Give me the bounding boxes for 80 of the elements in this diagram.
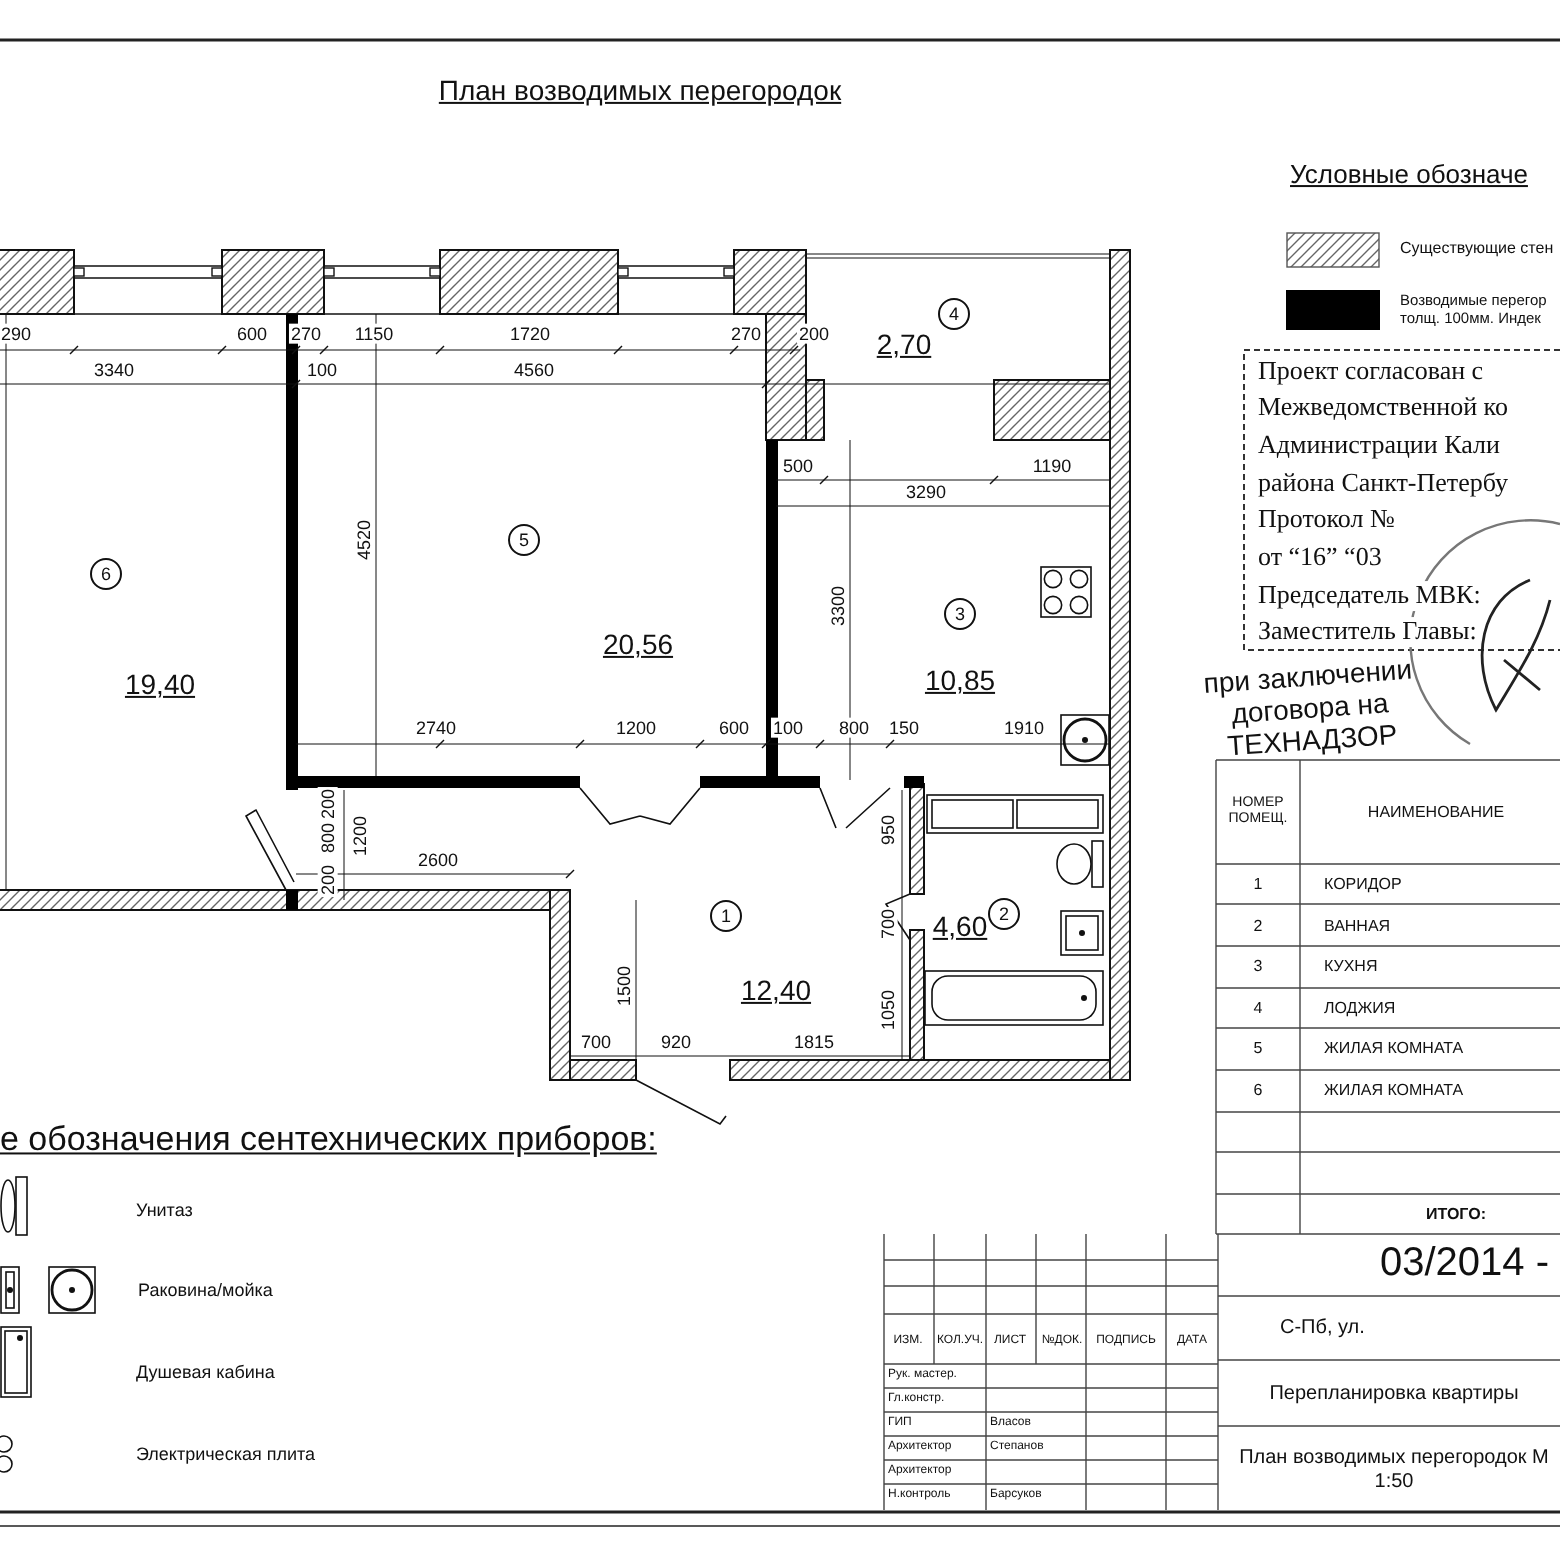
legend-label: Существующие стен bbox=[1400, 238, 1556, 258]
address-label: С-Пб, ул. bbox=[1280, 1316, 1365, 1340]
total-label: ИТОГО: bbox=[1426, 1204, 1486, 1224]
dimension-label: 200 bbox=[317, 862, 339, 898]
dimension-label: 3340 bbox=[91, 359, 137, 381]
dimension-label: 500 bbox=[780, 455, 816, 477]
room-number-value: 1 bbox=[1253, 874, 1263, 894]
room-area-label: 19,40 bbox=[124, 667, 196, 701]
room-name: ЖИЛАЯ КОМНАТА bbox=[1324, 1080, 1464, 1100]
sheet-title: План возводимых перегородок М 1:50 bbox=[1237, 1447, 1551, 1493]
legend-label: Унитаз bbox=[136, 1199, 193, 1221]
dimension-label: 700 bbox=[578, 1031, 614, 1053]
stamp-text: Проект согласован с bbox=[1256, 357, 1486, 387]
legend-heading: е обозначения сентехнических приборов: bbox=[0, 1120, 657, 1160]
room-area-label: 4,60 bbox=[932, 909, 988, 943]
legend-label: Электрическая плита bbox=[136, 1443, 316, 1465]
room-number: 4 bbox=[938, 298, 970, 330]
dimension-label: 1200 bbox=[613, 717, 659, 739]
dimension-label: 600 bbox=[716, 717, 752, 739]
room-number: 2 bbox=[988, 898, 1020, 930]
room-number: 6 bbox=[90, 558, 122, 590]
room-number-value: 6 bbox=[1253, 1080, 1263, 1100]
dimension-label: 4560 bbox=[511, 359, 557, 381]
dimension-label: 3290 bbox=[903, 481, 949, 503]
legend-label: Душевая кабина bbox=[136, 1361, 275, 1383]
drawing-title: План возводимых перегородок bbox=[438, 73, 842, 107]
dimension-label: 800 bbox=[317, 820, 339, 856]
room-number-value: 3 bbox=[1253, 957, 1263, 976]
dimension-label: 1720 bbox=[507, 323, 553, 345]
room-name: КОРИДОР bbox=[1324, 874, 1402, 894]
dimension-label: 100 bbox=[304, 359, 340, 381]
dimension-label: 1500 bbox=[613, 963, 635, 1009]
dimension-label: 1815 bbox=[791, 1031, 837, 1053]
dimension-label: 3300 bbox=[827, 583, 849, 629]
column-heading: НАИМЕНОВАНИЕ bbox=[1367, 802, 1505, 822]
stamp-note: при заключении договора на ТЕХНАДЗОР bbox=[1200, 650, 1415, 766]
stamp-text: Заместитель Главы: bbox=[1256, 617, 1479, 647]
room-area-label: 10,85 bbox=[924, 663, 996, 697]
dimension-label: 600 bbox=[234, 323, 270, 345]
dimension-label: 700 bbox=[877, 906, 899, 942]
dimension-label: 150 bbox=[886, 717, 922, 739]
room-name: ВАННАЯ bbox=[1324, 916, 1391, 935]
dimension-label: 920 bbox=[658, 1031, 694, 1053]
dimension-label: 4520 bbox=[353, 517, 375, 563]
dimension-label: 2600 bbox=[415, 849, 461, 871]
dimension-label: 1200 bbox=[349, 813, 371, 859]
room-number: 1 bbox=[710, 900, 742, 932]
room-name: ЛОДЖИЯ bbox=[1324, 998, 1396, 1017]
project-number: 03/2014 - bbox=[1380, 1241, 1550, 1287]
room-number: 3 bbox=[944, 598, 976, 630]
dimension-label: 1910 bbox=[1001, 717, 1047, 739]
room-name: ЖИЛАЯ КОМНАТА bbox=[1324, 1039, 1464, 1058]
legend-label: Раковина/мойка bbox=[138, 1279, 273, 1301]
stamp-text: Протокол № bbox=[1256, 505, 1397, 535]
stamp-text: Председатель МВК: bbox=[1256, 581, 1483, 611]
dimension-label: 100 bbox=[770, 717, 806, 739]
legend-heading: Условные обозначе bbox=[1290, 161, 1528, 191]
dimension-label: 2740 bbox=[413, 717, 459, 739]
room-number-value: 4 bbox=[1253, 998, 1263, 1017]
stamp-text: района Санкт-Петербу bbox=[1256, 469, 1510, 499]
dimension-label: 1150 bbox=[352, 323, 396, 345]
dimension-label: 290 bbox=[0, 323, 34, 345]
stamp-text: Администрации Кали bbox=[1256, 431, 1502, 461]
dimension-label: 800 bbox=[836, 717, 872, 739]
dimension-label: 200 bbox=[796, 323, 832, 345]
dimension-label: 270 bbox=[288, 323, 324, 345]
dimension-label: 1190 bbox=[1030, 455, 1074, 477]
project-title: Перепланировка квартиры bbox=[1269, 1382, 1519, 1406]
room-area-label: 2,70 bbox=[876, 327, 932, 361]
room-name: КУХНЯ bbox=[1324, 957, 1378, 976]
dimension-label: 950 bbox=[877, 812, 899, 848]
room-area-label: 12,40 bbox=[740, 973, 812, 1007]
dimension-label: 270 bbox=[728, 323, 764, 345]
room-number-value: 2 bbox=[1253, 916, 1263, 935]
room-area-label: 20,56 bbox=[602, 627, 674, 661]
room-number: 5 bbox=[508, 524, 540, 556]
stamp-text: Межведомственной ко bbox=[1256, 393, 1510, 423]
dimension-label: 1050 bbox=[877, 987, 899, 1033]
room-number-value: 5 bbox=[1253, 1039, 1263, 1058]
dimension-label: 200 bbox=[317, 786, 339, 822]
